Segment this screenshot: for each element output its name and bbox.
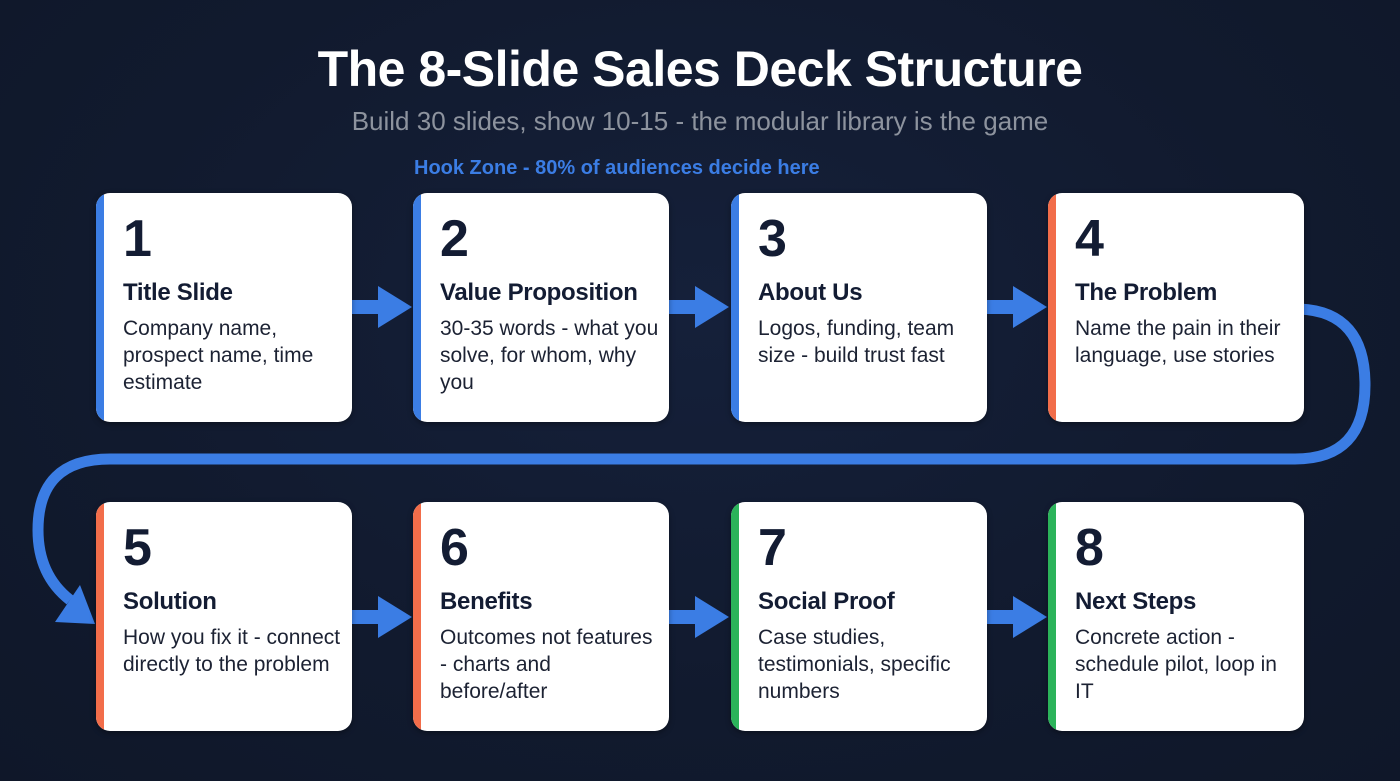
- page-subtitle: Build 30 slides, show 10-15 - the modula…: [351, 106, 1049, 136]
- accent-bar: [413, 193, 421, 422]
- slide-name: About Us: [758, 279, 863, 306]
- arrow-right-icon: [352, 286, 412, 328]
- slide-number: 8: [1075, 519, 1104, 577]
- arrow-right-icon: [987, 596, 1047, 638]
- slide-name: Solution: [123, 588, 217, 615]
- slide-card-7: 7 Social Proof Case studies, testimonial…: [731, 502, 987, 731]
- accent-bar: [1048, 193, 1056, 422]
- slide-number: 2: [440, 210, 469, 268]
- arrow-right-icon: [669, 286, 729, 328]
- accent-bar: [96, 502, 104, 731]
- accent-bar: [96, 193, 104, 422]
- slide-number: 7: [758, 519, 787, 577]
- slide-description: Case studies, testimonials, specific num…: [758, 626, 951, 703]
- slide-number: 3: [758, 210, 787, 268]
- slide-description: How you fix it - connect directly to the…: [123, 626, 341, 676]
- arrow-right-icon: [352, 596, 412, 638]
- slide-description: Outcomes not features - charts and befor…: [440, 626, 653, 703]
- slide-name: Next Steps: [1075, 588, 1197, 615]
- slide-name: The Problem: [1075, 279, 1218, 306]
- slide-number: 6: [440, 519, 469, 577]
- slide-description: Company name, prospect name, time estima…: [123, 317, 314, 394]
- slide-name: Value Proposition: [440, 279, 638, 306]
- slide-description: Concrete action - schedule pilot, loop i…: [1075, 626, 1277, 703]
- slide-card-4: 4 The Problem Name the pain in their lan…: [1048, 193, 1304, 422]
- accent-bar: [731, 502, 739, 731]
- page-title: The 8-Slide Sales Deck Structure: [317, 41, 1083, 97]
- slide-card-6: 6 Benefits Outcomes not features - chart…: [413, 502, 669, 731]
- slide-card-2: 2 Value Proposition 30-35 words - what y…: [413, 193, 669, 422]
- arrow-right-icon: [987, 286, 1047, 328]
- slide-card-3: 3 About Us Logos, funding, team size - b…: [731, 193, 987, 422]
- slide-description: Logos, funding, team size - build trust …: [758, 317, 955, 367]
- slide-number: 1: [123, 210, 152, 268]
- slide-number: 4: [1075, 210, 1104, 268]
- accent-bar: [1048, 502, 1056, 731]
- slide-name: Social Proof: [758, 588, 895, 615]
- accent-bar: [731, 193, 739, 422]
- slide-card-8: 8 Next Steps Concrete action - schedule …: [1048, 502, 1304, 731]
- slide-name: Benefits: [440, 588, 533, 615]
- slide-name: Title Slide: [123, 279, 233, 306]
- accent-bar: [413, 502, 421, 731]
- hook-zone-label: Hook Zone - 80% of audiences decide here: [414, 157, 820, 179]
- arrow-right-icon: [669, 596, 729, 638]
- slide-card-1: 1 Title Slide Company name, prospect nam…: [96, 193, 352, 422]
- slide-description: Name the pain in their language, use sto…: [1075, 317, 1281, 367]
- slide-description: 30-35 words - what you solve, for whom, …: [440, 317, 659, 394]
- slide-number: 5: [123, 519, 152, 577]
- slide-card-5: 5 Solution How you fix it - connect dire…: [96, 502, 352, 731]
